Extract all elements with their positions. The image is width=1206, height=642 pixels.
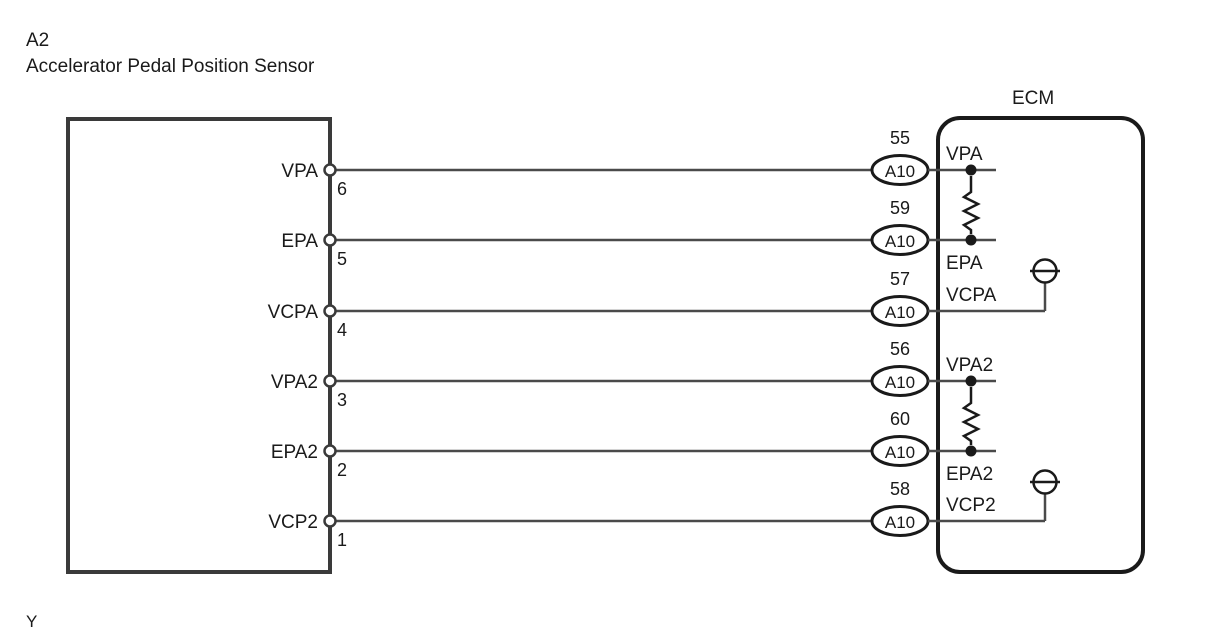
ecm-signal-label-vcp2: VCP2 [946,495,996,516]
connector-pin-number-56: 56 [890,339,910,359]
circuit-row-vpa2: VPA2 3 A10 56 VPA2 [271,339,996,410]
connector-pin-number-57: 57 [890,269,910,289]
sensor-pin-number-vpa: 6 [337,179,347,199]
sensor-pin-number-vcpa: 4 [337,320,347,340]
ecm-caption: ECM [1012,88,1055,109]
sensor-terminal-label-vcpa: VCPA [268,302,319,323]
terminal-dot-vpa [323,163,337,177]
terminal-dot-vpa2 [323,374,337,388]
component-code: A2 [26,30,50,51]
junction-dot-epa2 [965,445,977,457]
diagram-title-block: A2 Accelerator Pedal Position Sensor [26,28,314,80]
connector-label-60: A10 [885,443,915,462]
circuit-row-vpa: VPA 6 A10 55 VPA [281,128,996,199]
sensor-pin-number-vcp2: 1 [337,530,347,550]
resistor-vpa2-epa2 [961,387,981,445]
sensor-terminal-label-vcp2: VCP2 [268,512,318,533]
connector-pin-number-59: 59 [890,198,910,218]
circuit-row-epa: EPA 5 A10 59 EPA [281,198,996,274]
connector-label-56: A10 [885,373,915,392]
connector-label-57: A10 [885,303,915,322]
junction-dot-vpa2 [965,375,977,387]
circuit-row-epa2: EPA2 2 A10 60 EPA2 [271,409,996,485]
sensor-terminal-label-epa2: EPA2 [271,442,318,463]
circuit-row-vcpa: VCPA 4 A10 57 VCPA [268,258,1060,340]
connector-pin-number-58: 58 [890,479,910,499]
sensor-box [66,117,332,574]
terminal-dot-epa [323,233,337,247]
sensor-pin-number-epa: 5 [337,249,347,269]
sensor-terminal-label-vpa2: VPA2 [271,372,318,393]
terminal-dot-vcp2 [323,514,337,528]
resistor-vpa-epa [961,176,981,234]
connector-label-59: A10 [885,232,915,251]
sensor-terminal-label-epa: EPA [281,231,318,252]
sensor-pin-number-epa2: 2 [337,460,347,480]
ecm-box [936,116,1145,574]
connector-pin-number-60: 60 [890,409,910,429]
ecm-signal-label-vpa2: VPA2 [946,355,993,376]
connector-label-55: A10 [885,162,915,181]
voltage-source-symbol-vcpa [1030,258,1060,311]
circuit-row-vcp2: VCP2 1 A10 58 VCP2 [268,469,1060,550]
component-name: Accelerator Pedal Position Sensor [26,56,315,77]
junction-dot-epa [965,234,977,246]
ecm-signal-label-epa2: EPA2 [946,464,993,485]
connector-label-58: A10 [885,513,915,532]
voltage-source-symbol-vcp2 [1030,469,1060,521]
terminal-dot-vcpa [323,304,337,318]
terminal-dot-epa2 [323,444,337,458]
ecm-signal-label-vpa: VPA [946,144,983,165]
ecm-signal-label-vcpa: VCPA [946,285,997,306]
junction-dot-vpa [965,164,977,176]
ecm-signal-label-epa: EPA [946,253,983,274]
wire-color-code: Y [26,612,38,631]
sensor-pin-number-vpa2: 3 [337,390,347,410]
connector-pin-number-55: 55 [890,128,910,148]
sensor-terminal-label-vpa: VPA [281,161,318,182]
